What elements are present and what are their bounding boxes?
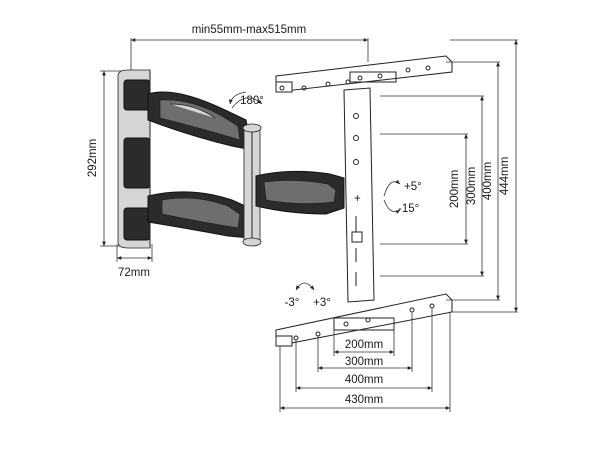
vertical-444-label: 444mm [499, 157, 511, 195]
upper-arm [147, 91, 253, 151]
vertical-dimensions: 200mm 300mm 400mm 444mm [380, 39, 518, 313]
extension-dimension: min55mm-max515mm [130, 24, 369, 70]
horizontal-dimensions: 200mm 300mm 400mm 430mm [279, 308, 451, 412]
horizontal-300-label: 300mm [345, 356, 383, 368]
extension-label: min55mm-max515mm [192, 24, 306, 36]
vertical-bracket: + [343, 87, 375, 303]
lower-arm [147, 191, 255, 239]
horizontal-200-label: 200mm [345, 339, 383, 351]
level-indicator: -3° +3° [285, 282, 331, 309]
level-left-label: -3° [285, 297, 300, 309]
tilt-indicator: +5° -15° [383, 179, 422, 215]
horizontal-430-label: 430mm [345, 394, 383, 406]
swivel-indicator: 180° [228, 91, 264, 109]
level-right-label: +3° [313, 297, 331, 309]
wall-plate-height-label: 292mm [87, 139, 99, 177]
swivel-label: 180° [240, 95, 264, 107]
tilt-down-label: -15° [398, 203, 419, 215]
wall-plate-depth-label: 72mm [118, 267, 150, 279]
plus-icon: + [354, 193, 361, 205]
forearm [255, 170, 345, 215]
vertical-300-label: 300mm [466, 167, 478, 205]
vertical-400-label: 400mm [482, 162, 494, 200]
tilt-up-label: +5° [404, 181, 422, 193]
vertical-200-label: 200mm [449, 170, 461, 208]
wall-plate [117, 69, 151, 249]
top-rail [275, 55, 453, 93]
wall-plate-height-dimension: 292mm [87, 70, 135, 247]
horizontal-400-label: 400mm [345, 374, 383, 386]
wall-plate-depth-dimension: 72mm [116, 244, 153, 279]
